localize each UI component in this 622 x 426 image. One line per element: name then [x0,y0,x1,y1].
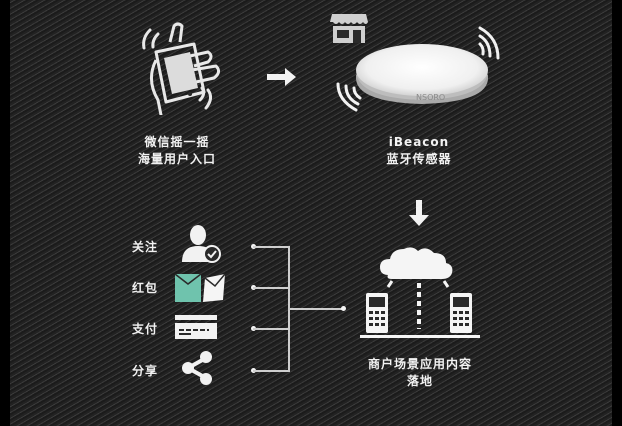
feature-label-follow: 关注 [132,240,159,254]
feature-label-red-packet: 红包 [132,281,159,295]
landing-label-line2: 落地 [406,374,433,388]
share-icon [182,351,212,385]
beacon-brand-text: NSORO [416,93,445,102]
beacon-label-line1: iBeacon [388,135,450,149]
arrow-down-icon [409,200,429,226]
shake-label-line2: 海量用户入口 [137,152,216,166]
feature-label-pay: 支付 [132,322,159,336]
arrow-right-icon [267,68,296,86]
cloud-phones-icon [360,247,480,338]
landing-label-line1: 商户场景应用内容 [367,357,472,371]
beacon-device-icon: NSORO [336,26,500,112]
store-icon [330,14,368,43]
feature-label-share: 分享 [132,364,159,378]
envelope-icon [175,273,226,302]
user-check-icon [182,225,221,263]
diagram-canvas [10,0,612,426]
beacon-label-line2: 蓝牙传感器 [386,152,452,166]
hand-shaking-phone-icon [142,22,221,115]
shake-label-line1: 微信摇一摇 [144,135,210,149]
card-icon [175,315,217,339]
